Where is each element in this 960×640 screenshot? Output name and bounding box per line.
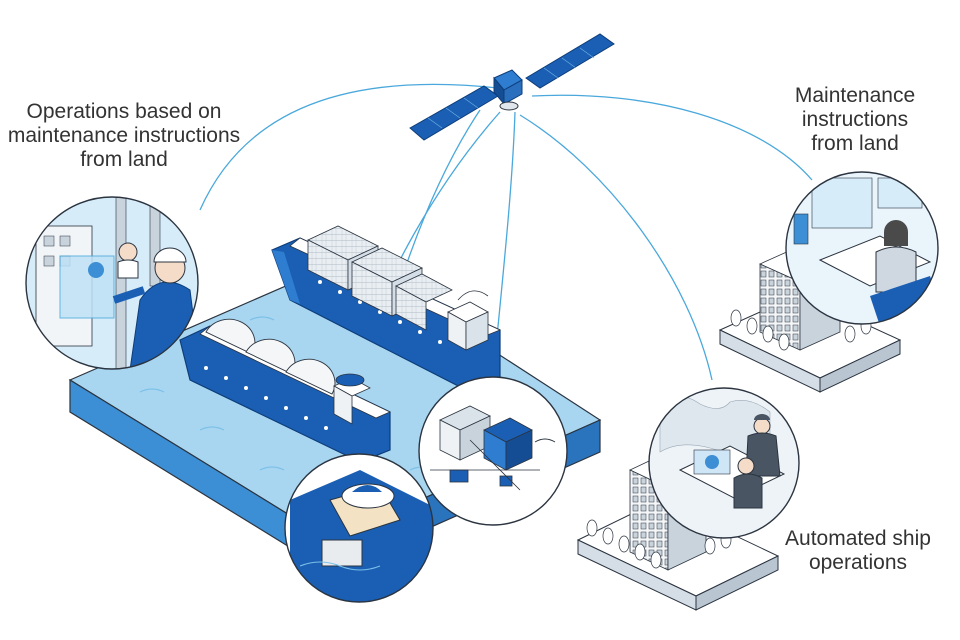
remote-operator-icon	[117, 242, 139, 279]
label-line: Automated ship	[785, 527, 931, 550]
container-ship-icon	[271, 225, 502, 393]
link-to-land-office	[531, 94, 813, 181]
cargo-tank-detail-circle	[284, 453, 434, 603]
operator-icon	[870, 220, 938, 324]
link-to-crew	[199, 83, 499, 211]
label-line: Operations based on	[26, 100, 222, 123]
label-line: operations	[808, 551, 908, 574]
label-maintenance-instructions: Maintenance instructions from land	[760, 84, 950, 156]
label-line: maintenance instructions	[7, 124, 241, 147]
lng-carrier-icon	[179, 318, 391, 463]
label-line: Maintenance	[794, 84, 916, 107]
link-to-control-center	[519, 114, 713, 381]
label-line: instructions	[801, 108, 909, 131]
land-maintenance-office	[718, 171, 939, 393]
worker-icon	[112, 247, 198, 369]
control-center	[576, 387, 800, 611]
label-line: from land	[811, 132, 899, 155]
label-automated-ship-operations: Automated ship operations	[760, 527, 956, 575]
engine-room-icon	[418, 376, 568, 526]
label-operations-based-on-maintenance: Operations based on maintenance instruct…	[0, 100, 248, 172]
operator-icon	[733, 414, 781, 509]
satellite-icon	[409, 33, 615, 141]
holographic-display	[59, 255, 115, 319]
onboard-operations-circle	[25, 196, 199, 370]
label-line: from land	[80, 148, 168, 171]
